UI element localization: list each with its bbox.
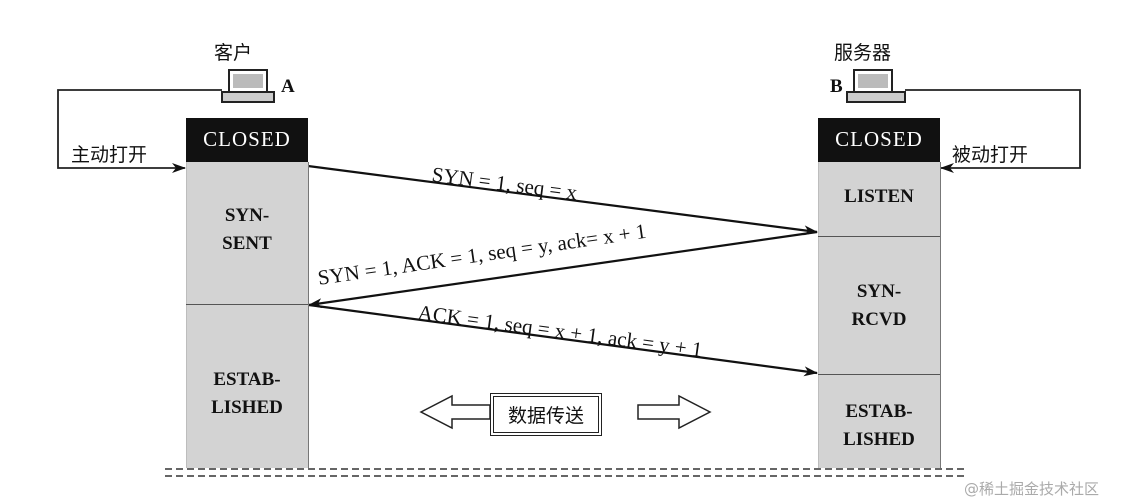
server-state-divider-1 <box>818 236 940 237</box>
server-label: 服务器 <box>834 42 892 64</box>
client-open-loop <box>57 89 222 173</box>
server-state-listen: LISTEN <box>844 186 914 207</box>
client-state-closed: CLOSED <box>186 118 308 162</box>
server-host-letter: B <box>830 76 843 97</box>
server-state-column <box>818 162 941 468</box>
active-open-label: 主动打开 <box>71 144 148 166</box>
client-state-established: ESTAB- LISHED <box>211 369 283 418</box>
data-transfer-label: 数据传送 <box>493 396 600 433</box>
client-state-column <box>186 162 309 468</box>
watermark: @稀土掘金技术社区 <box>964 480 1100 498</box>
client-state-divider <box>186 304 308 305</box>
client-host-letter: A <box>281 76 295 97</box>
timeline-end <box>165 468 968 477</box>
server-state-established: ESTAB- LISHED <box>843 401 915 450</box>
client-computer-icon <box>221 69 275 103</box>
client-label: 客户 <box>214 42 253 64</box>
ack-arrow <box>308 303 818 377</box>
client-state-syn-sent: SYN- SENT <box>222 205 272 254</box>
passive-open-label: 被动打开 <box>952 144 1029 166</box>
syn-arrow <box>307 164 818 236</box>
data-transfer-arrow <box>419 394 712 430</box>
server-state-closed: CLOSED <box>818 118 940 162</box>
server-computer-icon <box>846 69 906 103</box>
server-open-loop <box>905 89 1081 173</box>
data-transfer-box: 数据传送 <box>490 393 603 436</box>
syn-ack-arrow <box>308 230 818 309</box>
server-state-divider-2 <box>818 374 940 375</box>
server-state-syn-rcvd: SYN- RCVD <box>851 281 907 330</box>
